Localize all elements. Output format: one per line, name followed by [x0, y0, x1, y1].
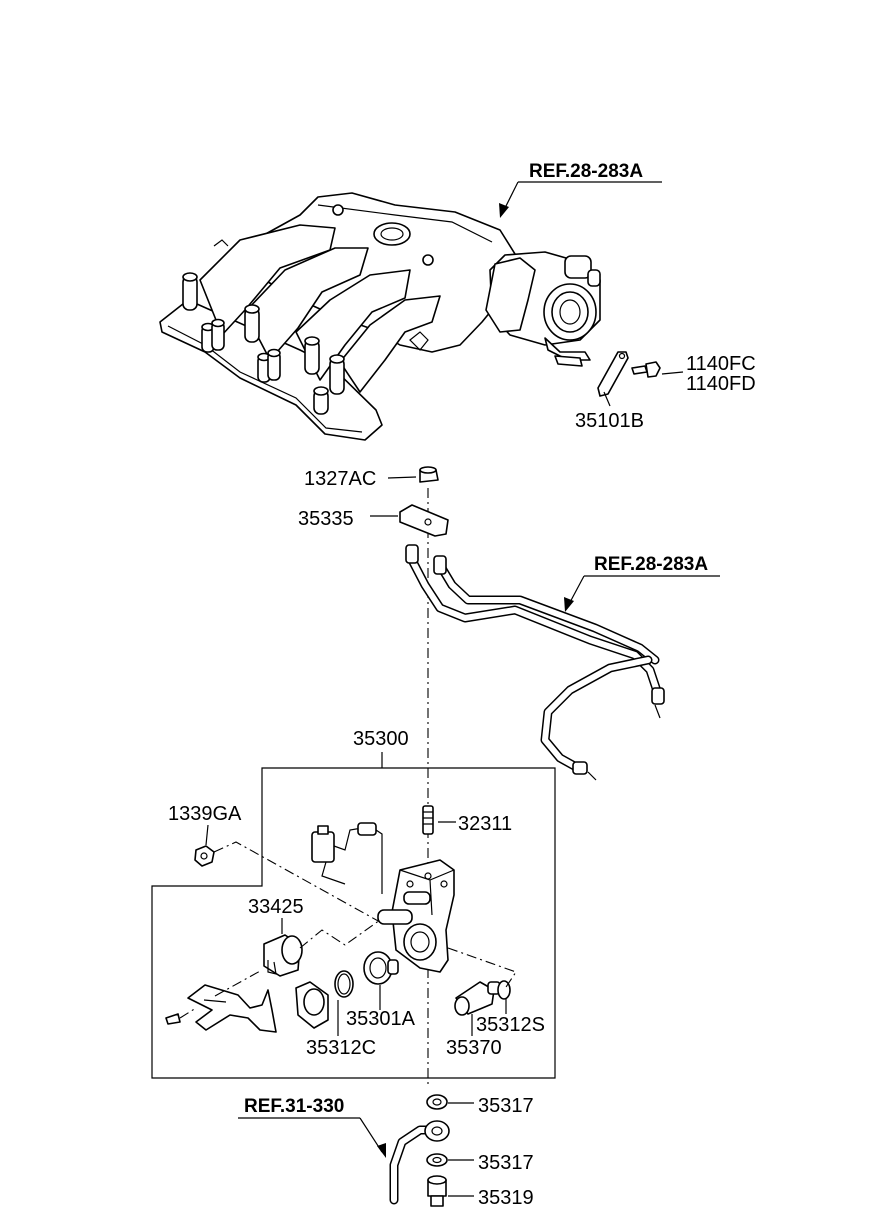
label-35312C: 35312C	[306, 1037, 376, 1059]
label-35312S: 35312S	[476, 1014, 545, 1036]
label-35101B: 35101B	[575, 410, 644, 432]
nut-1327AC	[419, 466, 439, 483]
label-35335: 35335	[298, 508, 354, 530]
label-1140FD: 1140FD	[686, 373, 756, 395]
bolt-1140FC	[631, 361, 661, 378]
ref-label-top: REF.28-283A	[529, 161, 643, 182]
bracket-left	[165, 984, 277, 1033]
bolt-35319	[427, 1175, 447, 1207]
connector-wire	[311, 822, 383, 894]
label-35301A: 35301A	[346, 1008, 416, 1030]
damper-33425	[263, 934, 303, 977]
throttle-body	[485, 251, 601, 367]
fuel-pressure-regulator-body	[377, 859, 455, 973]
ref-top-callout: REF.28-283A	[499, 161, 662, 218]
label-35300: 35300	[353, 728, 409, 750]
ref-mid-callout: REF.28-283A	[564, 554, 720, 612]
label-1327AC: 1327AC	[304, 468, 376, 490]
sensor-35370	[454, 981, 501, 1016]
label-32311: 32311	[458, 813, 512, 835]
label-1339GA: 1339GA	[168, 803, 242, 825]
clamp-35335	[399, 504, 449, 537]
injector-bosses	[182, 272, 345, 415]
washer-35317-upper	[426, 1094, 448, 1110]
intake-manifold	[159, 192, 521, 441]
label-35319: 35319	[478, 1187, 534, 1209]
fuel-pipes	[405, 544, 665, 781]
sensor-35301A	[363, 951, 399, 985]
ref-label-mid: REF.28-283A	[594, 554, 708, 575]
ref-bottom-callout: REF.31-330	[238, 1096, 386, 1158]
label-35317a: 35317	[478, 1095, 534, 1117]
bracket-35101B	[597, 351, 629, 397]
banjo-hose	[389, 1120, 450, 1205]
washer-35317-lower	[426, 1153, 448, 1167]
label-1140FC: 1140FC	[686, 353, 756, 375]
ref-label-bottom: REF.31-330	[244, 1096, 344, 1117]
assembly-box-35300	[151, 767, 556, 1079]
label-35317b: 35317	[478, 1152, 534, 1174]
part-35312C	[295, 981, 329, 1029]
label-33425: 33425	[248, 896, 304, 918]
nut-1339GA	[194, 845, 215, 867]
label-35370: 35370	[446, 1037, 502, 1059]
stud-32311	[422, 805, 434, 835]
